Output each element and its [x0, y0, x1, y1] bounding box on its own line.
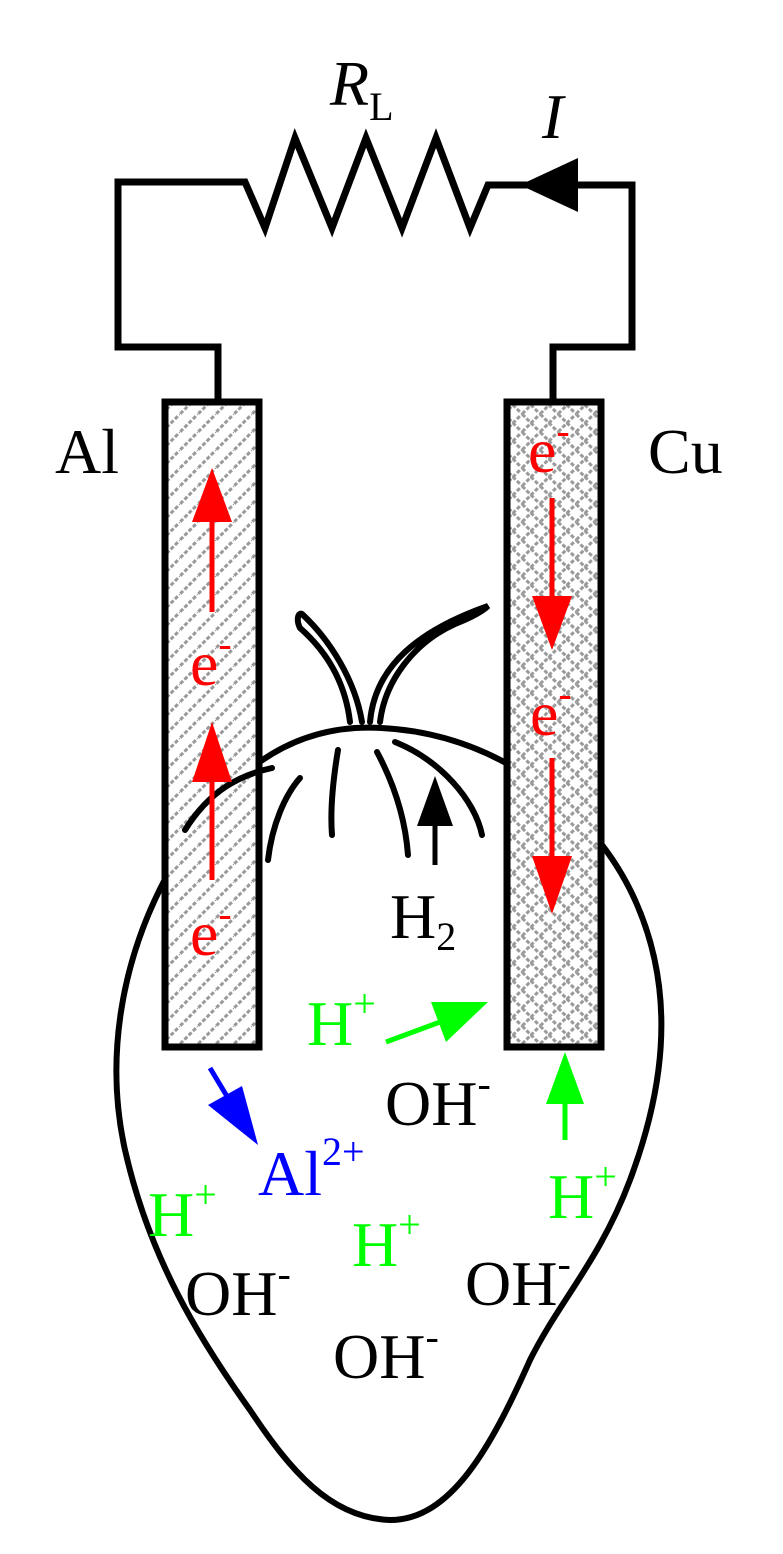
current-direction-arrow-icon	[520, 158, 578, 212]
aluminium-ion-arrow-icon	[207, 1066, 258, 1145]
hydroxide-label: OH-	[185, 1251, 291, 1329]
aluminium-electrode-label: Al	[55, 416, 119, 487]
proton-label: H+	[548, 1154, 617, 1232]
hydrogen-rise-arrow-icon	[417, 776, 453, 865]
lemon-outline	[113, 724, 665, 1524]
copper-electrode-label: Cu	[648, 416, 723, 487]
lemon-stem-icon	[182, 603, 491, 863]
electron-label: e-	[530, 671, 572, 749]
proton-label: H+	[307, 981, 376, 1059]
electron-label: e-	[190, 621, 232, 699]
proton-flow-arrows	[385, 1002, 584, 1140]
proton-label: H+	[352, 1202, 421, 1280]
aluminium-ion-label: Al2+	[258, 1129, 365, 1209]
circuit-wire	[114, 127, 636, 402]
electron-flow-arrows	[192, 468, 572, 914]
copper-electrode	[503, 398, 605, 1051]
current-label: I	[541, 81, 566, 152]
electron-label: e-	[190, 891, 232, 969]
hydroxide-label: OH-	[333, 1314, 439, 1392]
hydroxide-label: OH-	[385, 1061, 491, 1139]
proton-label: H+	[148, 1172, 217, 1250]
electron-label: e-	[528, 408, 570, 486]
resistor-label: RL	[329, 48, 394, 129]
hydroxide-label: OH-	[465, 1241, 571, 1319]
hydrogen-gas-label: H2	[390, 881, 456, 959]
